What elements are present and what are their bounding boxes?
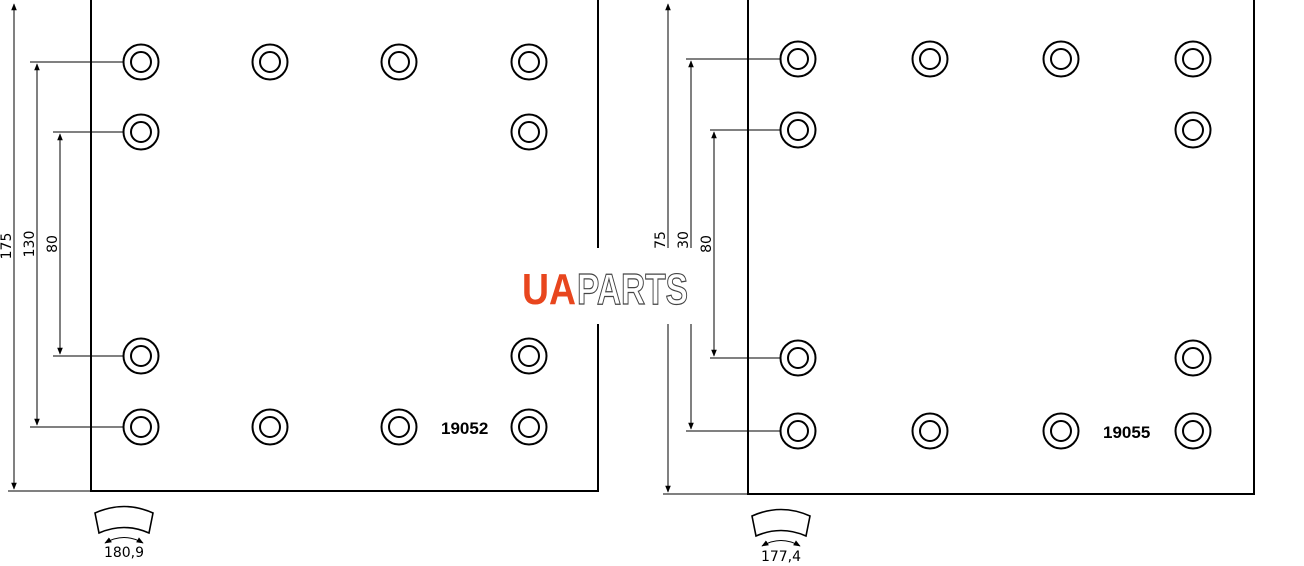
dimension-arc-width: 177,4 [761, 549, 801, 565]
rivet-hole [122, 113, 160, 151]
rivet-hole [779, 40, 817, 78]
rivet-hole [122, 337, 160, 375]
rivet-hole [251, 408, 289, 446]
pad-outline [747, 0, 1255, 495]
arc-width-symbol [751, 508, 811, 547]
rivet-holes [779, 40, 1212, 450]
extension-lines [8, 61, 124, 492]
rivet-hole [122, 43, 160, 81]
rivet-hole [1042, 40, 1080, 78]
rivet-hole [510, 408, 548, 446]
logo-parts-text: PARTS [577, 265, 688, 314]
rivet-hole [510, 337, 548, 375]
dimension-arc-width: 180,9 [104, 545, 144, 561]
rivet-hole [779, 339, 817, 377]
rivet-hole [911, 412, 949, 450]
dimension-inner-rivet-span: 80 [699, 235, 715, 253]
dimension-overall-height: 75 [653, 231, 669, 249]
rivet-hole [122, 408, 160, 446]
rivet-hole [779, 412, 817, 450]
rivet-hole [251, 43, 289, 81]
rivet-hole [510, 113, 548, 151]
rivet-hole [1174, 339, 1212, 377]
rivet-hole [911, 40, 949, 78]
uaparts-logo: UA PARTS [516, 248, 698, 324]
part-number: 19055 [1103, 423, 1150, 442]
logo-ua-text: UA [522, 265, 576, 314]
rivet-hole [510, 43, 548, 81]
rivet-hole [380, 43, 418, 81]
brake-pad-right: 75 30 80 19055 177,4 [653, 0, 1255, 565]
arc-width-symbol [94, 505, 154, 544]
pad-outline [90, 0, 599, 492]
dimension-inner-rivet-span: 80 [45, 235, 61, 253]
rivet-hole [1174, 40, 1212, 78]
rivet-hole [1174, 111, 1212, 149]
rivet-hole [779, 111, 817, 149]
rivet-holes [122, 43, 548, 446]
part-number: 19052 [441, 419, 488, 438]
rivet-hole [380, 408, 418, 446]
rivet-hole [1042, 412, 1080, 450]
dimension-overall-height: 175 [0, 233, 15, 260]
brake-pad-left: 175 130 80 19052 180,9 [0, 0, 599, 561]
extension-lines [663, 58, 781, 495]
dimension-outer-rivet-span: 30 [676, 231, 692, 249]
dimension-outer-rivet-span: 130 [22, 231, 38, 258]
rivet-hole [1174, 412, 1212, 450]
